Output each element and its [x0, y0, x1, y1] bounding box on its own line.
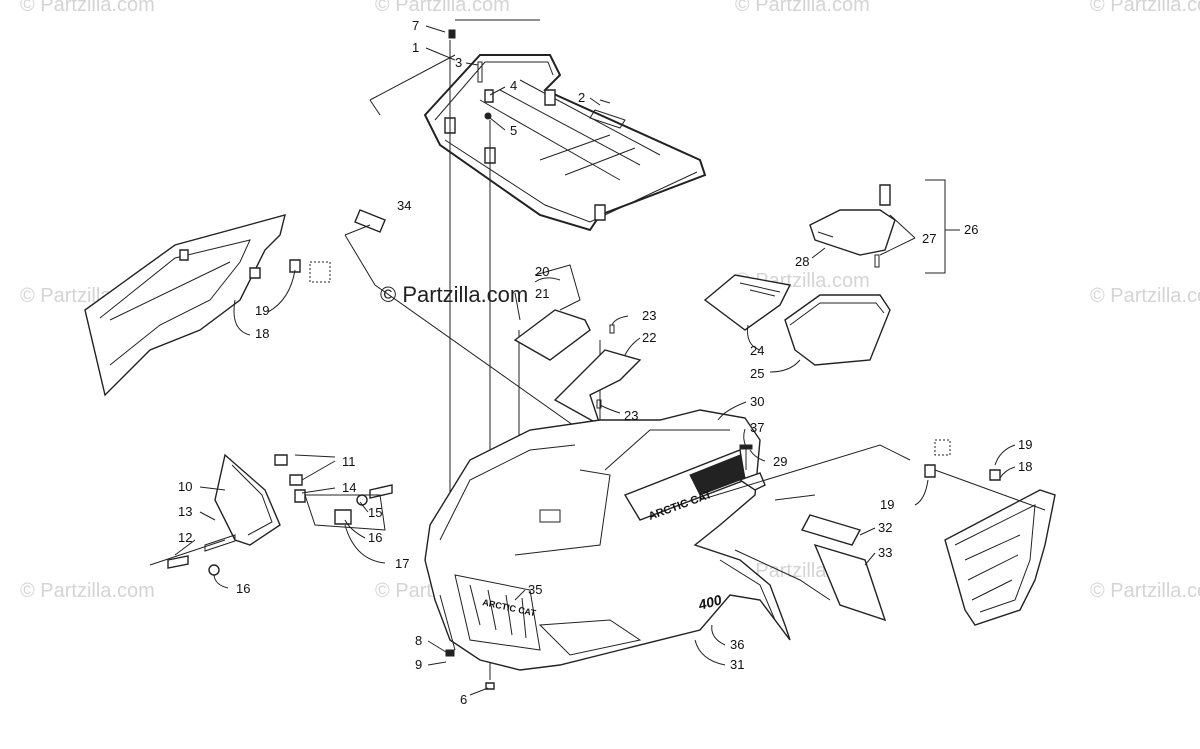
front-fender-body — [424, 409, 791, 671]
callout-35: 35 — [528, 582, 542, 597]
callout-29: 29 — [773, 454, 787, 469]
storage-bin-25 — [784, 294, 891, 366]
callout-19-right: 19 — [880, 497, 894, 512]
callout-18-right: 18 — [1018, 459, 1032, 474]
callout-31: 31 — [730, 657, 744, 672]
callout-9: 9 — [415, 657, 422, 672]
storage-cover-20 — [513, 264, 591, 361]
callout-20: 20 — [535, 264, 549, 279]
storage-lid-26 — [809, 179, 946, 274]
callout-8: 8 — [415, 633, 422, 648]
headlight-assembly — [149, 453, 306, 576]
callout-16-left: 16 — [236, 581, 250, 596]
callout-3: 3 — [455, 55, 462, 70]
front-rack — [369, 19, 707, 232]
leader-lines — [174, 25, 1016, 696]
callout-4: 4 — [510, 78, 517, 93]
callout-25: 25 — [750, 366, 764, 381]
decal-34 — [354, 209, 386, 233]
callout-5: 5 — [510, 123, 517, 138]
callout-labels: 7 1 3 4 2 5 34 26 27 28 20 21 23 22 24 2… — [178, 18, 1032, 707]
watermark: © Partzilla.com — [1090, 580, 1200, 602]
callout-30: 30 — [750, 394, 764, 409]
right-fender-flare — [944, 489, 1056, 626]
watermark: © Partzilla.com — [735, 0, 870, 16]
callout-32: 32 — [878, 520, 892, 535]
callout-2: 2 — [578, 90, 585, 105]
nut-8 — [445, 649, 455, 657]
watermark-main: © Partzilla.com — [380, 282, 529, 307]
callout-11: 11 — [342, 454, 356, 469]
callout-23-bottom: 23 — [624, 408, 638, 423]
watermark: © Partzilla.com — [1090, 0, 1200, 16]
callout-1: 1 — [412, 40, 419, 55]
right-flare-hardware — [924, 439, 1046, 511]
callout-36: 36 — [730, 637, 744, 652]
callout-21: 21 — [535, 286, 549, 301]
callout-14: 14 — [342, 480, 356, 495]
decal-32 — [800, 514, 862, 546]
tray-24 — [703, 274, 792, 331]
callout-15: 15 — [368, 505, 382, 520]
callout-16-right: 16 — [368, 530, 382, 545]
watermark: © Partzilla.com — [375, 0, 510, 16]
callout-28: 28 — [795, 254, 809, 269]
watermark: © Partzilla.com — [20, 0, 155, 16]
rack-hardware — [448, 29, 626, 129]
left-fender-flare — [84, 214, 286, 397]
callout-37: 37 — [750, 420, 764, 435]
callout-19-right-top: 19 — [1018, 437, 1032, 452]
decal-model-text: 400 — [696, 591, 724, 613]
callout-33: 33 — [878, 545, 892, 560]
watermark: © Partzilla.com — [1090, 285, 1200, 307]
decal-33 — [813, 543, 887, 622]
callout-6: 6 — [460, 692, 467, 707]
left-flare-hardware — [289, 259, 331, 283]
callout-10: 10 — [178, 479, 192, 494]
callout-13: 13 — [178, 504, 192, 519]
callout-24: 24 — [750, 343, 764, 358]
callout-22: 22 — [642, 330, 656, 345]
callout-7: 7 — [412, 18, 419, 33]
washer-6 — [485, 682, 495, 690]
callout-17: 17 — [395, 556, 409, 571]
callout-18-left: 18 — [255, 326, 269, 341]
callout-27: 27 — [922, 231, 936, 246]
callout-23-top: 23 — [642, 308, 656, 323]
callout-19-left: 19 — [255, 303, 269, 318]
callout-34: 34 — [397, 198, 411, 213]
callout-12: 12 — [178, 530, 192, 545]
watermark: © Partzilla.com — [20, 580, 155, 602]
callout-26: 26 — [964, 222, 978, 237]
